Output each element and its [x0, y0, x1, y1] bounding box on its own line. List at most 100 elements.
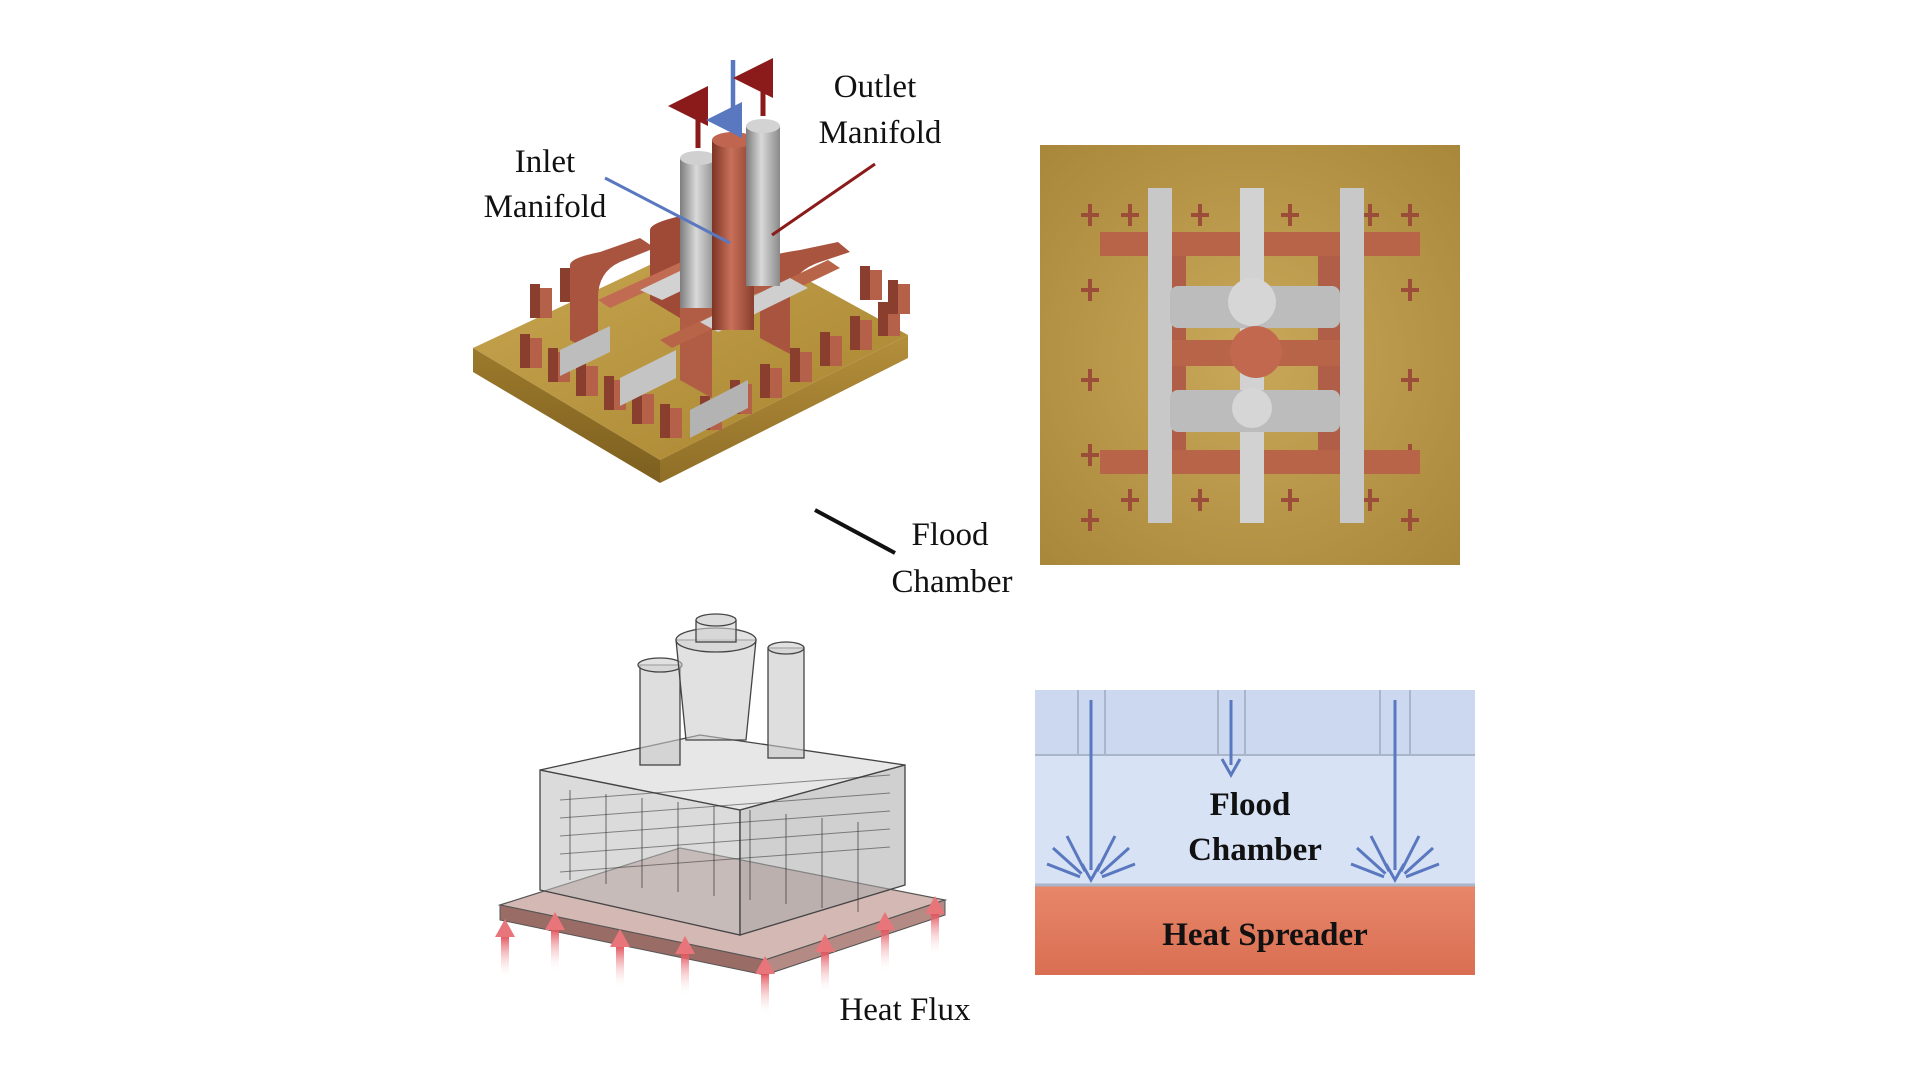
heat-spreader-layer — [1035, 885, 1475, 975]
heat-flux-arrow-head — [925, 896, 945, 914]
fractal-channel-tee-bar — [1361, 213, 1379, 217]
jet-spray-line — [1095, 835, 1117, 872]
copper-fin-face — [642, 394, 654, 424]
fractal-channel-tee-bar — [1081, 288, 1099, 292]
copper-fin-face — [898, 284, 910, 314]
heat-flux-arrow-shaft — [821, 950, 829, 994]
fractal-channel-tee-bar — [1081, 213, 1099, 217]
fractal-channel-tee-bar — [1401, 288, 1419, 292]
inlet-label-line1: Inlet — [515, 144, 575, 180]
copper-fin — [576, 362, 586, 396]
heat-flux-arrow-head — [610, 929, 630, 947]
outlet-label-line1: Outlet — [834, 69, 916, 105]
heat-flux-arrow-shaft — [616, 945, 624, 989]
heat-flux-arrow-head — [545, 912, 565, 930]
copper-fin — [560, 268, 570, 302]
jet-spray-line — [1051, 846, 1083, 875]
transparent-tubes — [637, 613, 805, 766]
panel-d-cross-section: Flood Chamber Heat Spreader — [1035, 690, 1475, 975]
top-view-inlet-port — [1230, 326, 1282, 378]
jet-spray-line — [1099, 846, 1131, 875]
copper-fin-face — [670, 408, 682, 438]
heat-flux-arrow-head — [495, 919, 515, 937]
internal-channel-line — [559, 828, 891, 855]
copper-fin — [604, 376, 614, 410]
fractal-channel-tee-bar — [1281, 213, 1299, 217]
manifold-tubes — [680, 119, 780, 330]
flow-arrows — [668, 58, 773, 148]
manifold-wall-lines — [1077, 690, 1411, 755]
internal-channel-line — [559, 846, 891, 873]
panel-c-transparent-view: Heat Flux — [495, 613, 971, 1028]
copper-fin-face — [800, 352, 812, 382]
heat-flux-arrow-shaft — [931, 912, 939, 956]
copper-fin-face — [530, 338, 542, 368]
heat-flux-arrow-shaft — [501, 935, 509, 979]
copper-fin — [860, 266, 870, 300]
fractal-channel-tee-bar — [1081, 378, 1099, 382]
copper-fin-face — [770, 368, 782, 398]
jet-spray-line — [1405, 862, 1440, 879]
heat-flux-arrow-shaft — [881, 928, 889, 972]
copper-fin-face — [586, 366, 598, 396]
fractal-channel-tee-bar — [1081, 453, 1099, 457]
fractal-channel-tee-bar — [1361, 498, 1379, 502]
fractal-channel-tee-bar — [1121, 213, 1139, 217]
heat-flux-arrow-head — [815, 934, 835, 952]
heat-spreader-label: Heat Spreader — [1162, 917, 1368, 953]
copper-fin — [878, 302, 888, 336]
inlet-label-line2: Manifold — [484, 189, 607, 225]
copper-fin — [520, 334, 530, 368]
panel-a-isometric-view: Outlet Manifold Inlet Manifold Flood Cha… — [473, 58, 1013, 600]
fractal-channel-tee-bar — [1081, 518, 1099, 522]
manifold-channel-region — [1035, 690, 1475, 755]
fractal-channel-tee-bar — [1401, 213, 1419, 217]
copper-fin — [660, 404, 670, 438]
copper-fin-face — [870, 270, 882, 300]
heat-flux-arrows — [495, 896, 945, 1016]
heat-flux-arrow-head — [875, 912, 895, 930]
fractal-channel-tee-bar — [1401, 378, 1419, 382]
fractal-channel-tee-bar — [1121, 498, 1139, 502]
jet-spray-line — [1101, 862, 1136, 879]
jet-spray-line — [1403, 846, 1435, 875]
copper-fin-face — [860, 320, 872, 350]
cross-section-flood-label-line1: Flood — [1210, 787, 1291, 823]
heat-flux-arrow-head — [755, 956, 775, 974]
top-view-fractal-channels — [1081, 204, 1419, 531]
jet-impingement-arrows — [1046, 700, 1440, 884]
heat-flux-label: Heat Flux — [839, 992, 971, 1028]
top-view-outlet-port-bottom — [1232, 388, 1272, 428]
inlet-leader-line — [604, 176, 731, 245]
fractal-channel-tee-bar — [1401, 518, 1419, 522]
internal-channel-line — [559, 810, 891, 837]
jet-spray-line — [1046, 862, 1081, 879]
fractal-channel-tee-bar — [1191, 498, 1209, 502]
copper-fin — [632, 390, 642, 424]
heat-flux-arrow-head — [675, 936, 695, 954]
outlet-leader-line — [771, 162, 876, 237]
internal-channel-line — [559, 792, 891, 819]
jet-spray-line — [1369, 835, 1391, 872]
copper-fin-face — [830, 336, 842, 366]
heat-flux-arrow-shaft — [681, 952, 689, 996]
jet-spray-line — [1399, 835, 1421, 872]
outlet-label-line2: Manifold — [819, 115, 942, 151]
flood-pointer-line — [814, 508, 896, 555]
fractal-channel-tee-bar — [1281, 498, 1299, 502]
copper-fin — [790, 348, 800, 382]
copper-fin-face — [540, 288, 552, 318]
flood-chamber-label-line1: Flood — [911, 517, 989, 553]
internal-channel-line — [559, 774, 891, 801]
jet-spray-line — [1065, 835, 1087, 872]
internal-channel-outlines — [559, 774, 891, 912]
panel-b-top-view — [1040, 145, 1460, 565]
flood-chamber-label-line2: Chamber — [892, 564, 1013, 600]
top-view-outlet-port-top — [1228, 278, 1276, 326]
jet-spray-line — [1355, 846, 1387, 875]
copper-fin — [548, 348, 558, 382]
cross-section-flood-label-line2: Chamber — [1188, 832, 1322, 868]
fractal-channel-tee-bar — [1191, 213, 1209, 217]
